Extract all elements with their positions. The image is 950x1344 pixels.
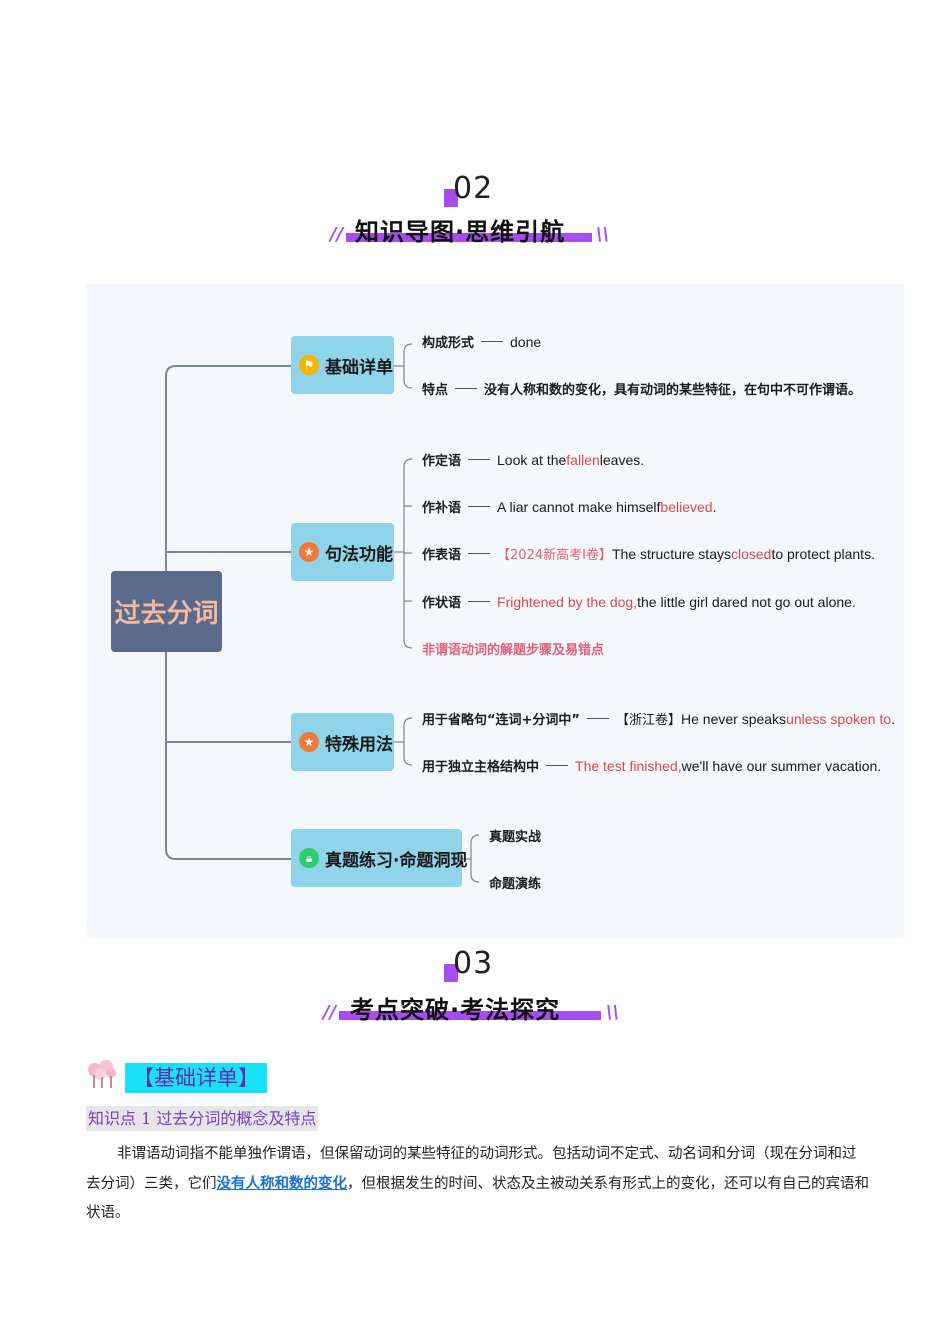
star-icon: ★	[299, 732, 319, 752]
basics-heading: 【基础详单】	[125, 1063, 267, 1093]
section-number: 02	[453, 171, 494, 206]
number-mark	[444, 964, 458, 982]
leaf-absolute: 用于独立主格结构中 The test finished,we'll have o…	[422, 757, 882, 776]
section-title: 考点突破·考法探究	[350, 996, 561, 1024]
mind-map: 过去分词 ⚑ 基础详单 ★ 句法功能 ★ 特殊用法 🔒︎ 真题练习·命题洞现 构…	[86, 284, 904, 938]
leaf-drill[interactable]: 命题演练	[489, 877, 542, 892]
definition-paragraph: 非谓语动词指不能单独作谓语，但保留动词的某些特征的动词形式。包括动词不定式、动名…	[86, 1146, 869, 1221]
knowledge-point-title: 知识点 1 过去分词的概念及特点	[86, 1106, 319, 1131]
leaf-real-exam[interactable]: 真题实战	[489, 830, 542, 845]
tree-icon	[88, 1060, 116, 1088]
branch-label: 基础详单	[325, 357, 393, 378]
root-label: 过去分词	[114, 599, 219, 629]
title-underline	[346, 233, 592, 242]
star-icon: ★	[299, 542, 319, 562]
root-node: 过去分词	[111, 571, 222, 652]
branch-label: 句法功能	[325, 544, 393, 565]
branch-label: 特殊用法	[325, 734, 393, 755]
slash-decoration-right: \\	[596, 224, 610, 245]
branch-syntax[interactable]: ★ 句法功能	[291, 523, 394, 581]
leaf-tip[interactable]: 非谓语动词的解题步骤及易错点	[422, 643, 605, 658]
leaf-feature: 特点没有人称和数的变化，具有动词的某些特征，在句中不可作谓语。	[422, 383, 862, 398]
slash-decoration-right: \\	[606, 1002, 620, 1023]
section-number: 03	[453, 946, 494, 981]
flag-icon: ⚑	[299, 355, 319, 375]
branch-practice[interactable]: 🔒︎ 真题练习·命题洞现	[291, 829, 467, 887]
section-title: 知识导图·思维引航	[355, 218, 566, 246]
branch-basic[interactable]: ⚑ 基础详单	[291, 336, 394, 394]
lock-icon: 🔒︎	[299, 848, 319, 868]
mind-map-connectors	[165, 343, 480, 883]
branch-special[interactable]: ★ 特殊用法	[291, 713, 394, 771]
slash-decoration-left: //	[330, 224, 344, 245]
slash-decoration-left: //	[323, 1002, 337, 1023]
title-underline	[339, 1011, 601, 1020]
leaf-adverbial: 作状语 Frightened by the dog,the little gir…	[422, 593, 856, 612]
branch-label: 真题练习·命题洞现	[325, 850, 468, 871]
number-mark	[444, 189, 458, 207]
highlighted-phrase: 没有人称和数的变化	[216, 1175, 348, 1192]
